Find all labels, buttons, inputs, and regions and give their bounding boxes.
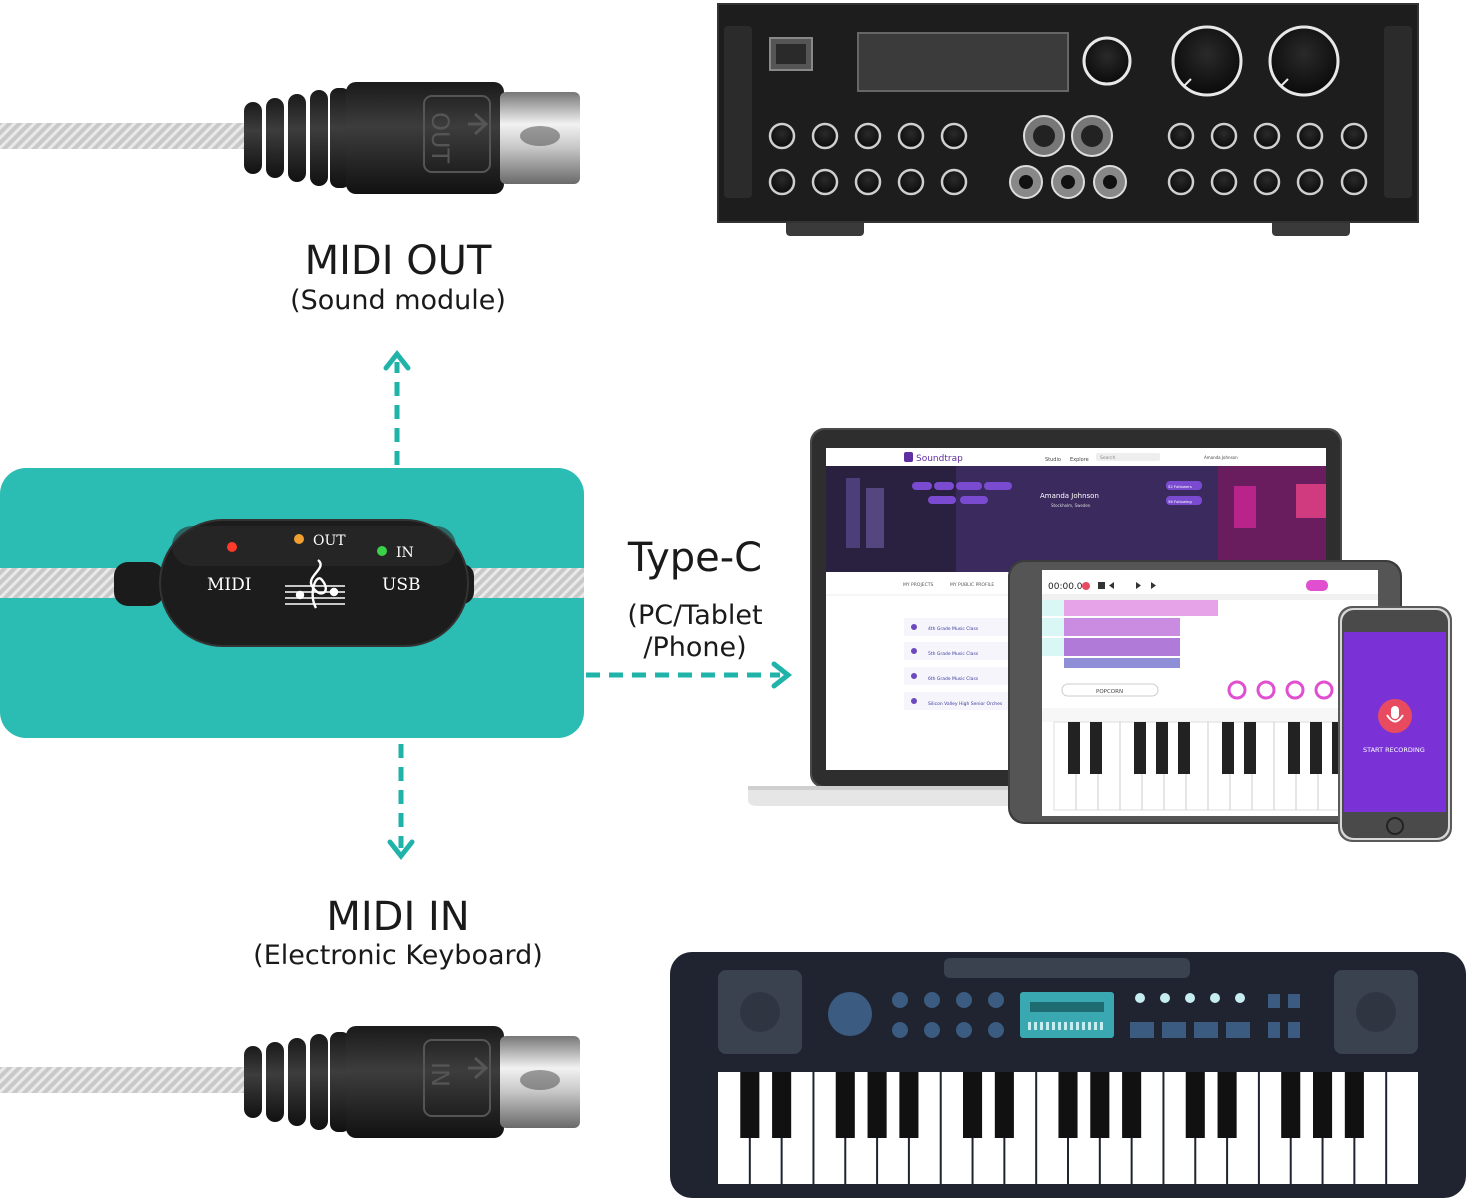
black-key: [1122, 1072, 1142, 1138]
strain-relief: [244, 88, 350, 188]
black-key: [899, 1072, 919, 1138]
tab-my-public-profile[interactable]: MY PUBLIC PROFILE: [950, 582, 994, 588]
type-c-title: Type-C: [627, 535, 763, 581]
profile-following: 56 Following: [1168, 499, 1192, 504]
black-key: [1344, 1072, 1364, 1138]
class-list: 4th Grade Music Class 5th Grade Music Cl…: [904, 618, 1014, 710]
interface-usb-text: USB: [382, 575, 420, 595]
music-note-logo-icon: [285, 559, 345, 609]
mic-icon: [1391, 706, 1399, 719]
app-brand: Soundtrap: [916, 454, 963, 464]
black-key: [1217, 1072, 1237, 1138]
volume-knob: [828, 992, 872, 1036]
arrow-up-head: [383, 349, 411, 371]
app-search-placeholder: Search: [1100, 455, 1116, 461]
black-key: [1058, 1072, 1078, 1138]
black-key: [994, 1072, 1014, 1138]
profile-name: Amanda Johnson: [1040, 492, 1099, 500]
midi-usb-interface: MIDI OUT IN USB: [0, 468, 584, 738]
app-search[interactable]: [1096, 453, 1160, 461]
black-key: [1090, 1072, 1110, 1138]
instrument-select[interactable]: [1061, 683, 1159, 697]
strain-relief: [244, 1032, 350, 1132]
cable: [0, 123, 260, 149]
led-red: [227, 542, 237, 552]
type-c-subtitle-line1: (PC/Tablet: [627, 600, 763, 631]
type-c-subtitle-line2: /Phone): [643, 632, 747, 663]
profile-followers: 52 Followers: [1168, 484, 1192, 489]
electronic-keyboard-device: [670, 952, 1466, 1198]
class-item[interactable]: 5th Grade Music Class: [928, 651, 979, 657]
connector-label: IN: [426, 1062, 454, 1087]
black-key: [867, 1072, 887, 1138]
app-nav-explore[interactable]: Explore: [1070, 457, 1089, 463]
midi-out-connector: OUT: [0, 82, 580, 194]
midi-out-title: MIDI OUT: [304, 238, 492, 284]
amp-display: [857, 32, 1069, 92]
instrument-name: POPCORN: [1096, 689, 1123, 695]
profile-location: Stockholm, Sweden: [1051, 503, 1091, 508]
large-dial-1: [1171, 25, 1243, 97]
record-label: START RECORDING: [1363, 746, 1425, 754]
large-dial-2: [1268, 25, 1340, 97]
led-green: [377, 546, 387, 556]
midi-in-connector: IN: [0, 1026, 580, 1138]
interface-midi-text: MIDI: [207, 575, 251, 595]
tablet-device: 00:00.0 POPCORN: [1008, 560, 1402, 824]
black-key: [835, 1072, 855, 1138]
black-key: [772, 1072, 792, 1138]
app-nav-studio[interactable]: Studio: [1045, 457, 1061, 463]
small-dial: [1082, 36, 1132, 86]
arrow-right-head: [771, 661, 793, 689]
cable: [0, 1067, 260, 1093]
phone-device: START RECORDING: [1338, 606, 1452, 842]
app-user: Amanda Johnson: [1204, 455, 1238, 460]
black-key: [1185, 1072, 1205, 1138]
tab-my-projects[interactable]: MY PROJECTS: [903, 582, 934, 588]
class-item[interactable]: 4th Grade Music Class: [928, 626, 979, 632]
connector-label: OUT: [426, 112, 454, 163]
midi-out-subtitle: (Sound module): [290, 285, 506, 316]
midi-in-title: MIDI IN: [326, 894, 470, 940]
tablet-piano: [1053, 721, 1375, 811]
led-orange: [294, 534, 304, 544]
track-lanes: [1064, 600, 1218, 668]
class-item[interactable]: Silicon Valley High Senior Orches: [928, 701, 1003, 707]
keyboard-display: [1020, 992, 1114, 1038]
black-key: [963, 1072, 983, 1138]
sound-module-device: [717, 3, 1419, 236]
xlr-inputs: [1023, 115, 1113, 157]
midi-in-subtitle: (Electronic Keyboard): [253, 940, 543, 971]
black-key: [740, 1072, 760, 1138]
class-item[interactable]: 6th Grade Music Class: [928, 676, 979, 682]
black-key: [1313, 1072, 1333, 1138]
interface-in-text: IN: [396, 545, 414, 561]
jack-inputs: [1009, 165, 1127, 199]
black-key: [1281, 1072, 1301, 1138]
tablet-time: 00:00.0: [1048, 582, 1083, 592]
arrow-down-head: [387, 839, 415, 861]
interface-out-text: OUT: [313, 533, 346, 549]
